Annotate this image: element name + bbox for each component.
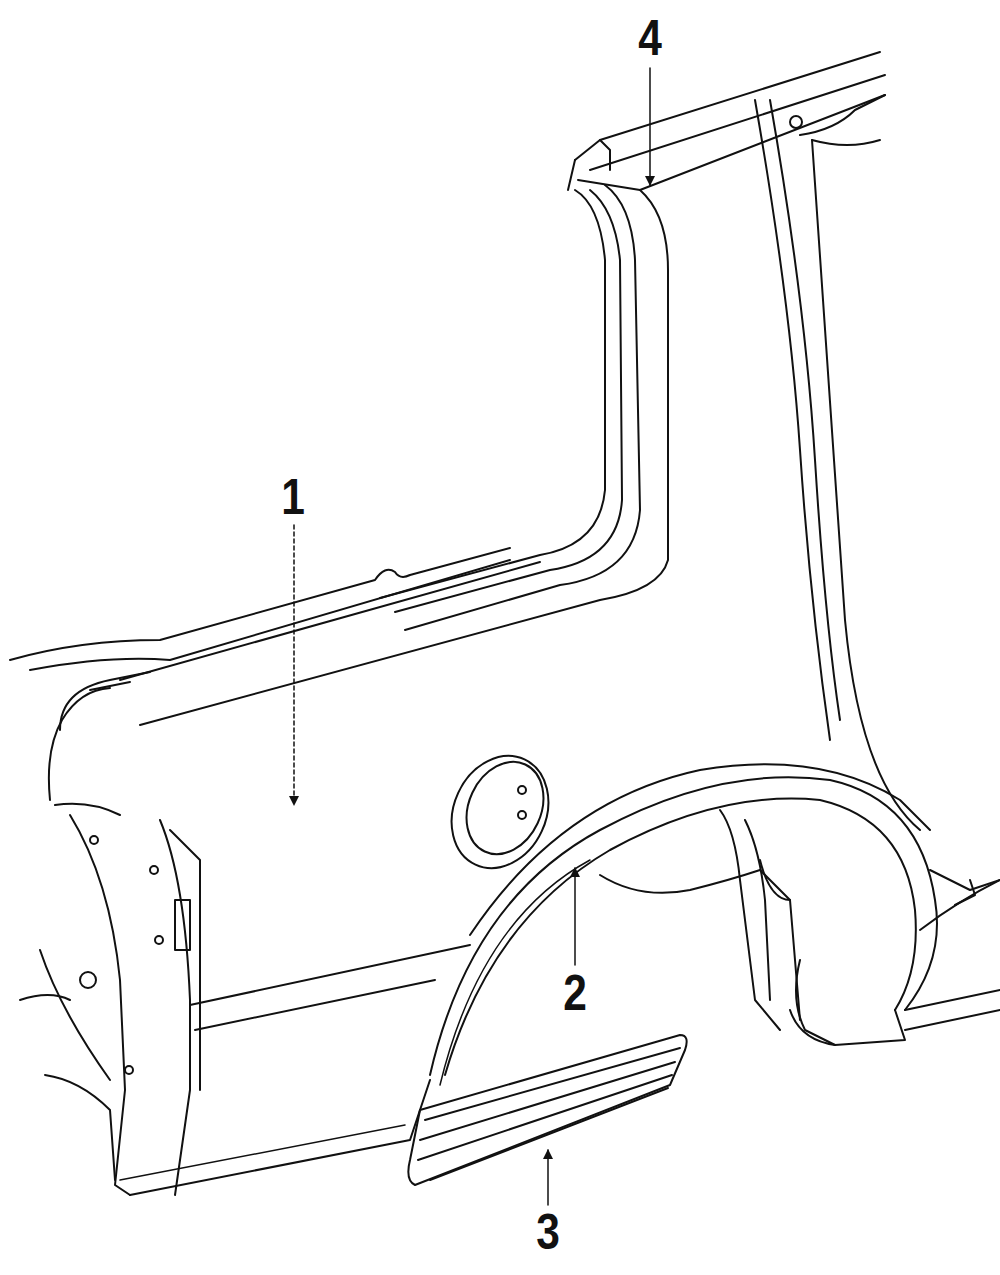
callout-number: 1 [281, 472, 305, 522]
callout-number: 4 [638, 13, 662, 63]
callout-number: 3 [536, 1207, 560, 1257]
callout-number: 2 [563, 968, 587, 1018]
